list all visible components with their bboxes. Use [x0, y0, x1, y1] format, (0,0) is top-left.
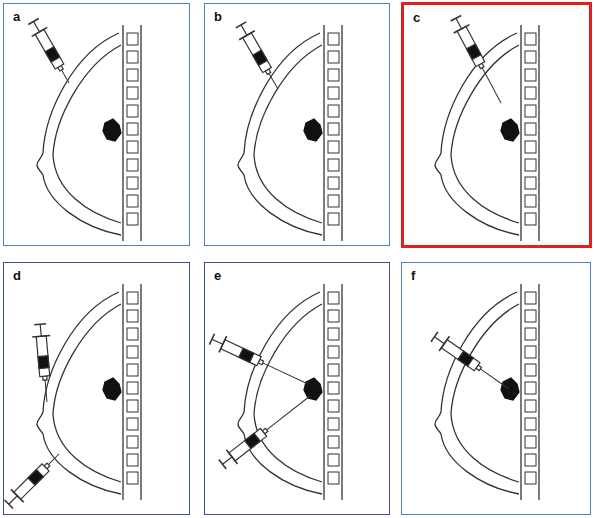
- figure-panel: b: [204, 3, 390, 246]
- figure-panel: e: [204, 262, 390, 515]
- panel-letter: a: [13, 10, 20, 23]
- panel-letter: c: [413, 11, 420, 24]
- figure-panel: a: [3, 3, 190, 246]
- panel-letter: b: [214, 10, 222, 23]
- figure-panel: f: [401, 262, 591, 515]
- panel-letter: e: [214, 269, 221, 282]
- figure-panel: c: [401, 2, 592, 248]
- panel-letter: d: [13, 269, 21, 282]
- figure-panel: d: [3, 262, 190, 515]
- panel-letter: f: [411, 269, 415, 282]
